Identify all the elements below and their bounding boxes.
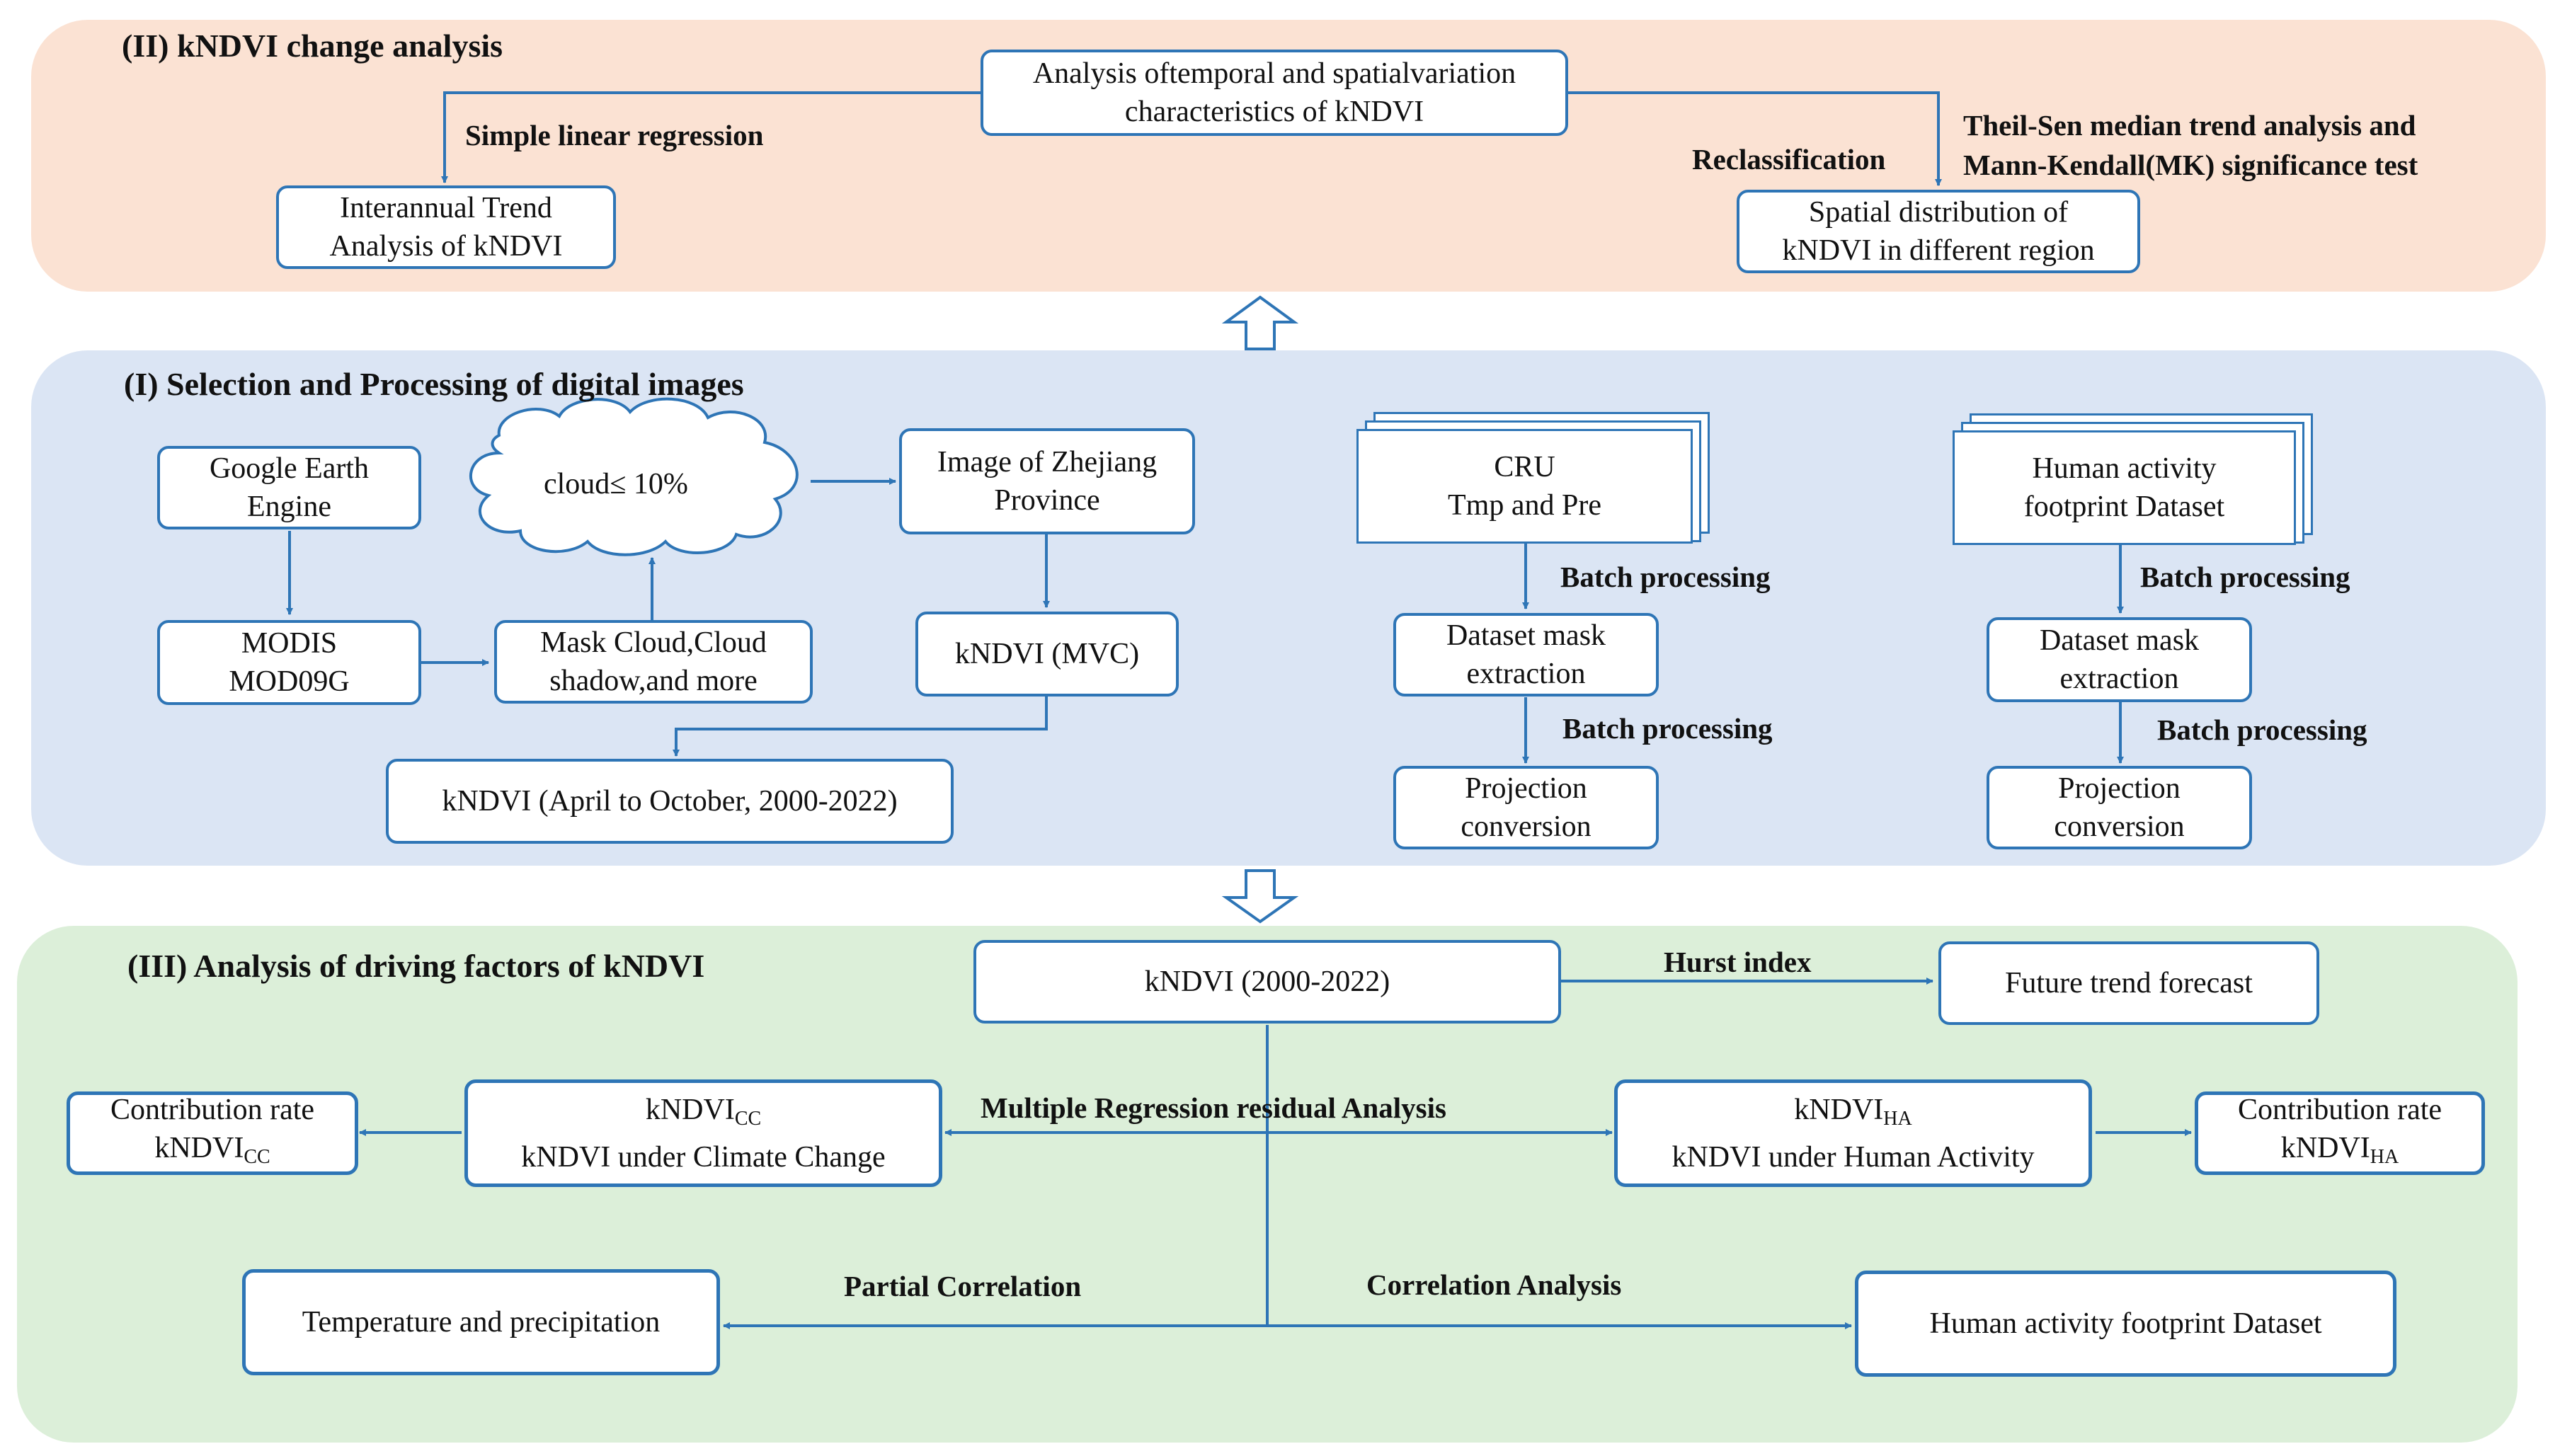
box-line: kNDVI (April to October, 2000-2022): [442, 785, 898, 818]
box-mask-cloud: Mask Cloud,Cloud shadow,and more: [494, 620, 813, 704]
box-line: Projection: [2058, 772, 2181, 805]
kndvi-ha-label: kNDVIHA: [2281, 1129, 2399, 1176]
box-line: Projection: [1465, 772, 1587, 805]
arrow-mvc-range: [673, 697, 1048, 757]
box-line: Temperature and precipitation: [302, 1306, 661, 1339]
box-line: Interannual Trend: [340, 192, 552, 224]
kndvi-ha-label: kNDVIHA: [1794, 1091, 1912, 1138]
label-partial-correlation: Partial Correlation: [844, 1270, 1082, 1302]
kndvi-text: kNDVI: [1794, 1093, 1884, 1126]
box-dataset-mask-cru: Dataset mask extraction: [1393, 613, 1659, 697]
box-line: Human activity: [2032, 452, 2217, 485]
label-reclassification: Reclassification: [1692, 143, 1886, 176]
kndvi-text: kNDVI: [645, 1093, 735, 1126]
box-line: CRU: [1494, 451, 1555, 483]
box-line: conversion: [2054, 810, 2185, 843]
box-spatial-distribution: Spatial distribution of kNDVI in differe…: [1737, 190, 2140, 273]
box-line: extraction: [1466, 658, 1586, 690]
box-line: kNDVI (2000-2022): [1144, 965, 1390, 998]
box-kndvi-april-october: kNDVI (April to October, 2000-2022): [386, 759, 954, 844]
box-line: MOD09G: [229, 665, 350, 698]
box-line: Province: [994, 484, 1100, 517]
kndvi-text: kNDVI: [154, 1131, 244, 1164]
box-line: Mask Cloud,Cloud: [540, 626, 767, 659]
cloud-filter-label: cloud≤ 10%: [544, 468, 688, 500]
box-line: Google Earth: [209, 452, 370, 485]
box-line: Tmp and Pre: [1448, 489, 1601, 522]
box-line: kNDVI under Human Activity: [1672, 1140, 2035, 1174]
box-line: Engine: [247, 491, 331, 523]
box-kndvi-cc: kNDVICC kNDVI under Climate Change: [464, 1079, 942, 1187]
box-line: Dataset mask: [1446, 619, 1606, 652]
cc-subscript: CC: [244, 1145, 270, 1168]
cc-subscript: CC: [734, 1107, 762, 1130]
kndvi-cc-label: kNDVICC: [154, 1129, 270, 1176]
ha-subscript: HA: [2370, 1145, 2399, 1168]
box-line: MODIS: [241, 627, 338, 660]
label-batch-processing-ha-2: Batch processing: [2157, 713, 2367, 746]
box-contribution-cc: Contribution rate kNDVICC: [67, 1091, 358, 1175]
label-multiple-regression-residual: Multiple Regression residual Analysis: [981, 1091, 1446, 1124]
label-theil-sen: Theil-Sen median trend analysis and: [1963, 109, 2416, 142]
box-temperature-precipitation: Temperature and precipitation: [242, 1269, 720, 1375]
label-mann-kendall: Mann-Kendall(MK) significance test: [1963, 149, 2418, 181]
label-batch-processing-cru-2: Batch processing: [1562, 712, 1773, 745]
box-interannual-trend: Interannual Trend Analysis of kNDVI: [276, 185, 616, 269]
box-line: conversion: [1461, 810, 1592, 843]
box-line: Spatial distribution of: [1808, 196, 2069, 229]
box-line: Image of Zhejiang: [937, 446, 1158, 478]
box-contribution-ha: Contribution rate kNDVIHA: [2195, 1091, 2485, 1175]
box-google-earth-engine: Google Earth Engine: [157, 446, 421, 529]
box-line: Human activity footprint Dataset: [1929, 1307, 2322, 1340]
box-line: Dataset mask: [2039, 624, 2200, 657]
box-line: footprint Dataset: [2023, 491, 2225, 523]
box-kndvi-ha: kNDVIHA kNDVI under Human Activity: [1614, 1079, 2092, 1187]
label-batch-processing-ha-1: Batch processing: [2140, 561, 2350, 593]
box-kndvi-mvc: kNDVI (MVC): [915, 612, 1179, 697]
box-dataset-mask-ha: Dataset mask extraction: [1987, 617, 2252, 702]
cloud-shape: [469, 397, 799, 556]
arrow-to-spatial: [1568, 91, 1942, 186]
kndvi-cc-label: kNDVICC: [646, 1091, 761, 1138]
box-cru-dataset: CRU Tmp and Pre: [1356, 429, 1693, 544]
section-title-change-analysis: (II) kNDVI change analysis: [122, 28, 503, 64]
arrow-to-trend: [441, 91, 981, 183]
label-hurst-index: Hurst index: [1664, 946, 1812, 978]
box-line: characteristics of kNDVI: [1124, 96, 1424, 128]
box-line: kNDVI in different region: [1782, 234, 2095, 267]
box-line: Future trend forecast: [2005, 967, 2253, 999]
box-line: extraction: [2059, 663, 2179, 695]
box-human-activity-footprint: Human activity footprint Dataset: [1855, 1271, 2396, 1377]
box-projection-cru: Projection conversion: [1393, 766, 1659, 849]
box-projection-ha: Projection conversion: [1987, 766, 2252, 849]
box-future-trend: Future trend forecast: [1938, 941, 2319, 1025]
box-human-activity-dataset: Human activity footprint Dataset: [1953, 430, 2296, 545]
box-line: Contribution rate: [2237, 1093, 2442, 1126]
up-block-arrow: [1221, 295, 1299, 350]
box-line: kNDVI under Climate Change: [521, 1140, 886, 1174]
ha-subscript: HA: [1883, 1107, 1912, 1130]
label-correlation-analysis: Correlation Analysis: [1366, 1268, 1622, 1301]
label-batch-processing-cru-1: Batch processing: [1560, 561, 1771, 593]
box-modis: MODIS MOD09G: [157, 620, 421, 705]
box-line: kNDVI (MVC): [954, 638, 1140, 670]
box-image-zhejiang: Image of Zhejiang Province: [899, 428, 1195, 534]
box-line: shadow,and more: [549, 665, 758, 697]
box-kndvi-2000-2022: kNDVI (2000-2022): [973, 940, 1561, 1024]
label-simple-linear-regression: Simple linear regression: [465, 119, 764, 151]
kndvi-text: kNDVI: [2280, 1131, 2370, 1164]
down-block-arrow: [1221, 869, 1299, 924]
box-temporal-spatial-analysis: Analysis oftemporal and spatialvariation…: [981, 50, 1568, 136]
section-title-image-processing: (I) Selection and Processing of digital …: [124, 366, 744, 402]
box-line: Contribution rate: [110, 1093, 315, 1126]
box-line: Analysis of kNDVI: [329, 230, 563, 263]
box-line: Analysis oftemporal and spatialvariation: [1032, 57, 1516, 90]
section-title-driving-factors: (III) Analysis of driving factors of kND…: [127, 948, 705, 984]
